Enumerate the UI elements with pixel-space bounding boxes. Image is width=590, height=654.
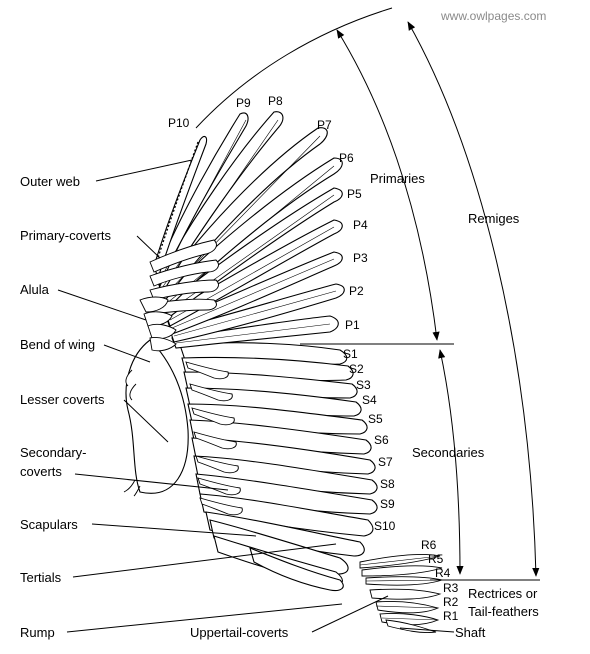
label-uppertail-coverts: Uppertail-coverts <box>190 625 289 640</box>
label-outer-web: Outer web <box>20 174 80 189</box>
label-p9: P9 <box>236 96 251 110</box>
label-p6: P6 <box>339 151 354 165</box>
leader-uppertail-coverts <box>311 595 389 633</box>
leader-alula <box>57 289 147 321</box>
label-p7: P7 <box>317 118 332 132</box>
label-p1: P1 <box>345 318 360 332</box>
label-p4: P4 <box>353 218 368 232</box>
label-scapulars: Scapulars <box>20 517 78 532</box>
bracket-arcs <box>195 7 540 577</box>
leader-primary-coverts <box>136 235 161 259</box>
leader-rump <box>66 603 343 633</box>
leader-shaft <box>399 627 455 633</box>
label-remiges: Remiges <box>468 211 520 226</box>
primary-feathers <box>153 111 345 349</box>
wing-illustration <box>123 111 444 633</box>
label-s5: S5 <box>368 412 383 426</box>
label-rectrices-line2: Tail-feathers <box>468 604 539 619</box>
label-p2: P2 <box>349 284 364 298</box>
label-lesser-coverts: Lesser coverts <box>20 392 105 407</box>
label-r4: R4 <box>435 566 451 580</box>
label-p5: P5 <box>347 187 362 201</box>
label-tertials: Tertials <box>20 570 62 585</box>
label-primary-coverts: Primary-coverts <box>20 228 112 243</box>
wing-body <box>123 339 189 497</box>
label-s8: S8 <box>380 477 395 491</box>
label-r2: R2 <box>443 595 459 609</box>
label-s1: S1 <box>343 347 358 361</box>
label-s9: S9 <box>380 497 395 511</box>
label-s3: S3 <box>356 378 371 392</box>
leader-scapulars <box>91 523 257 537</box>
leader-tertials <box>72 543 337 578</box>
label-p10: P10 <box>168 116 190 130</box>
label-rectrices-line1: Rectrices or <box>468 586 538 601</box>
label-s7: S7 <box>378 455 393 469</box>
label-r3: R3 <box>443 581 459 595</box>
label-s10: S10 <box>374 519 396 533</box>
secondary-coverts-feathers <box>185 361 243 516</box>
rectrices-labels: R6 R5 R4 R3 R2 R1 <box>421 538 459 623</box>
label-r6: R6 <box>421 538 437 552</box>
label-secondary-coverts-line1: Secondary- <box>20 445 86 460</box>
label-secondary-coverts-line2: coverts <box>20 464 62 479</box>
label-alula: Alula <box>20 282 50 297</box>
secondary-labels: S1 S2 S3 S4 S5 S6 S7 S8 S9 S10 <box>343 347 396 533</box>
leader-lesser-coverts <box>123 399 169 443</box>
tail-feathers <box>359 553 444 633</box>
label-p8: P8 <box>268 94 283 108</box>
watermark-text: www.owlpages.com <box>440 9 546 23</box>
label-primaries: Primaries <box>370 171 425 186</box>
leader-secondary-coverts <box>74 473 229 491</box>
label-s2: S2 <box>349 362 364 376</box>
right-labels: Primaries Remiges Secondaries Rectrices … <box>370 171 539 640</box>
leader-lines <box>57 159 540 633</box>
label-bend-of-wing: Bend of wing <box>20 337 95 352</box>
label-rump: Rump <box>20 625 55 640</box>
label-s6: S6 <box>374 433 389 447</box>
secondaries-bracket <box>438 349 464 575</box>
label-s4: S4 <box>362 393 377 407</box>
tertials-scapulars <box>209 519 349 592</box>
label-secondaries: Secondaries <box>412 445 485 460</box>
primary-coverts-feathers <box>139 239 219 352</box>
leader-bend-of-wing <box>103 344 151 363</box>
wing-outline-arc <box>195 7 393 129</box>
label-r1: R1 <box>443 609 459 623</box>
primary-labels: P10 P9 P8 P7 P6 P5 P4 P3 P2 P1 <box>168 94 368 332</box>
remiges-bracket <box>407 21 540 577</box>
label-shaft: Shaft <box>455 625 486 640</box>
label-p3: P3 <box>353 251 368 265</box>
leader-outer-web <box>95 159 193 182</box>
label-r5: R5 <box>428 552 444 566</box>
left-labels: Outer web Primary-coverts Alula Bend of … <box>20 174 289 640</box>
